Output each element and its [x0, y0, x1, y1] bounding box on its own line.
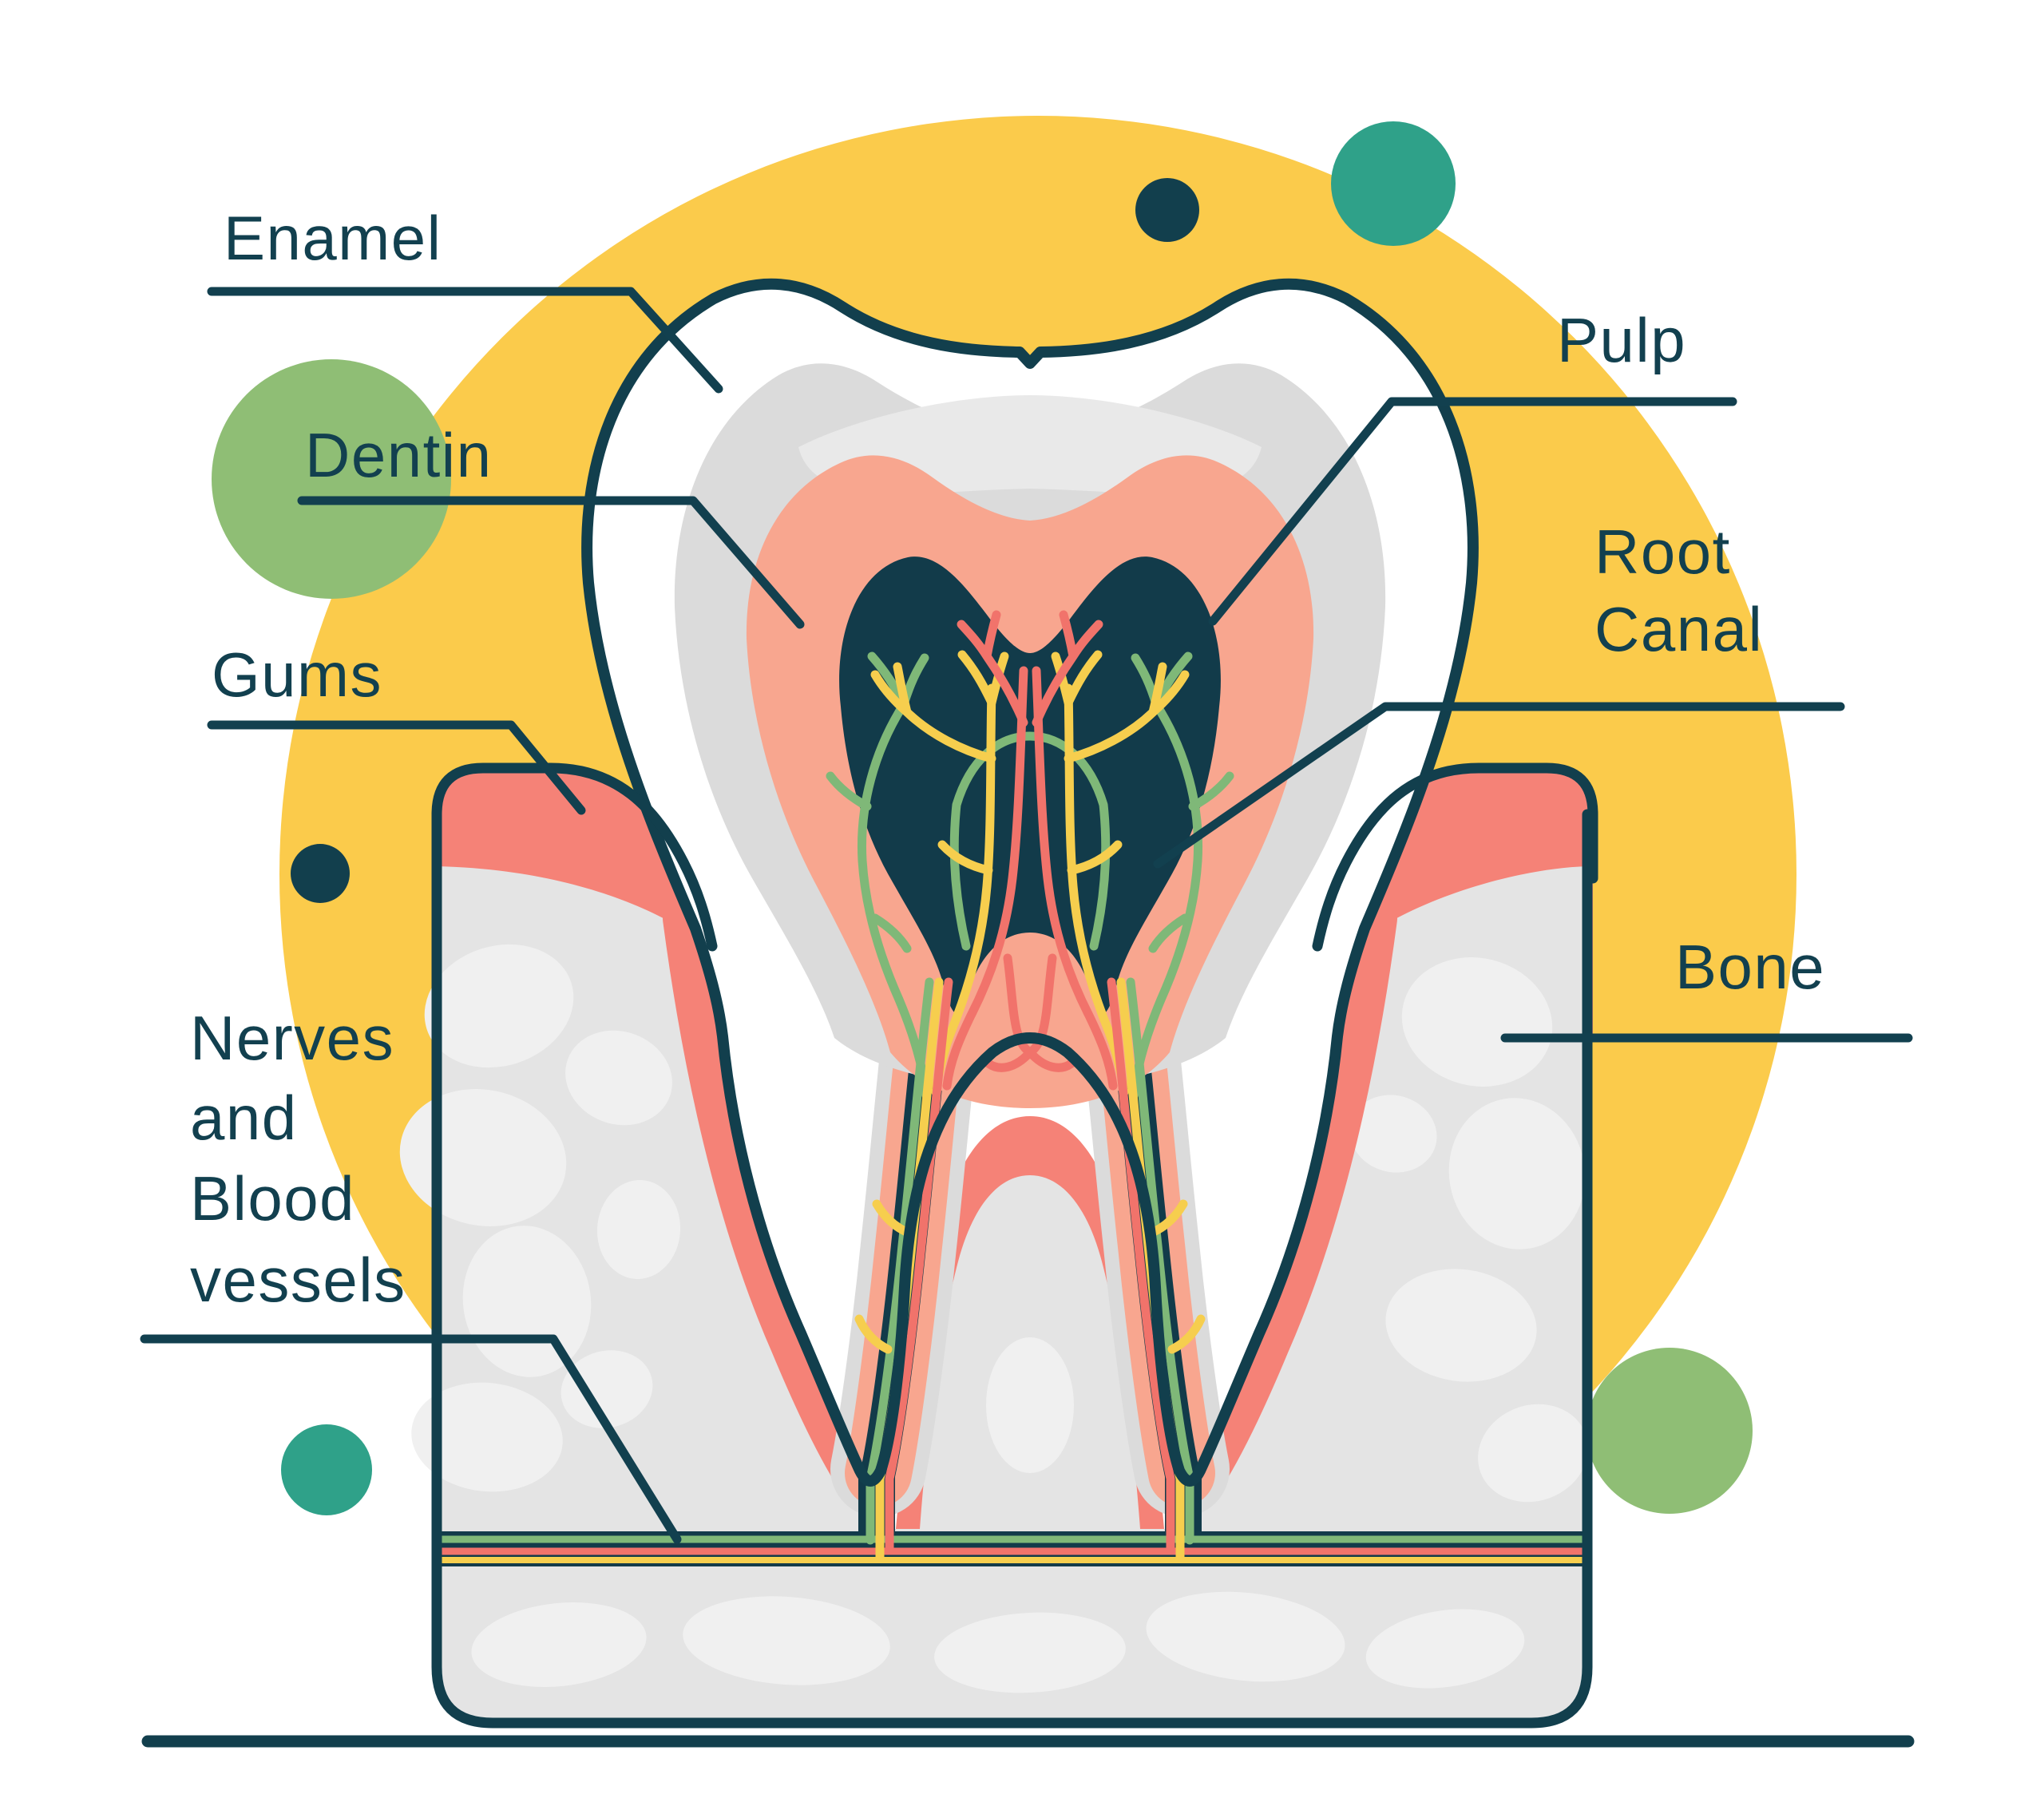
gums-leader-line	[207, 720, 586, 815]
outlines	[141, 284, 1915, 1748]
pulp-label: Pulp	[1557, 305, 1686, 375]
teal-dot-bottom-left	[281, 1424, 372, 1515]
green-circle-bottom-right	[1586, 1348, 1753, 1514]
nerve-channel	[437, 1531, 1588, 1566]
teal-circle-top-right	[1331, 121, 1456, 246]
arch-column-blob	[986, 1337, 1074, 1473]
root-canal-label: Root Canal	[1594, 517, 1763, 664]
nerves-blood-vessels-label: Nerves and Blood vessels	[190, 1003, 413, 1315]
nerves-leader-line	[140, 1334, 682, 1544]
pulp-leader-line	[1208, 397, 1737, 626]
dentin-label: Dentin	[305, 420, 492, 490]
leader-lines	[140, 287, 1913, 1544]
green-circle-left	[212, 359, 451, 599]
gum-left-outline	[431, 762, 718, 952]
bone-block-outline	[431, 809, 1593, 1729]
salmon-blood-vessels	[885, 610, 1175, 1554]
dentin-leader-line	[297, 496, 805, 629]
navy-dot-left	[291, 844, 350, 903]
root-canal-leader-line	[1153, 702, 1845, 869]
bone-label: Bone	[1675, 932, 1825, 1002]
decorative-circles	[212, 121, 1753, 1515]
enamel-leader-line	[207, 287, 723, 394]
gum-right-outline	[1312, 762, 1598, 952]
bone-texture-blobs	[399, 944, 1588, 1693]
navy-dot-top	[1135, 178, 1199, 242]
pulp-chamber	[839, 556, 1221, 1015]
labels: Enamel Dentin Gums Nerves and Blood vess…	[190, 203, 1825, 1315]
enamel-label: Enamel	[224, 203, 442, 273]
gums-label: Gums	[212, 640, 382, 710]
